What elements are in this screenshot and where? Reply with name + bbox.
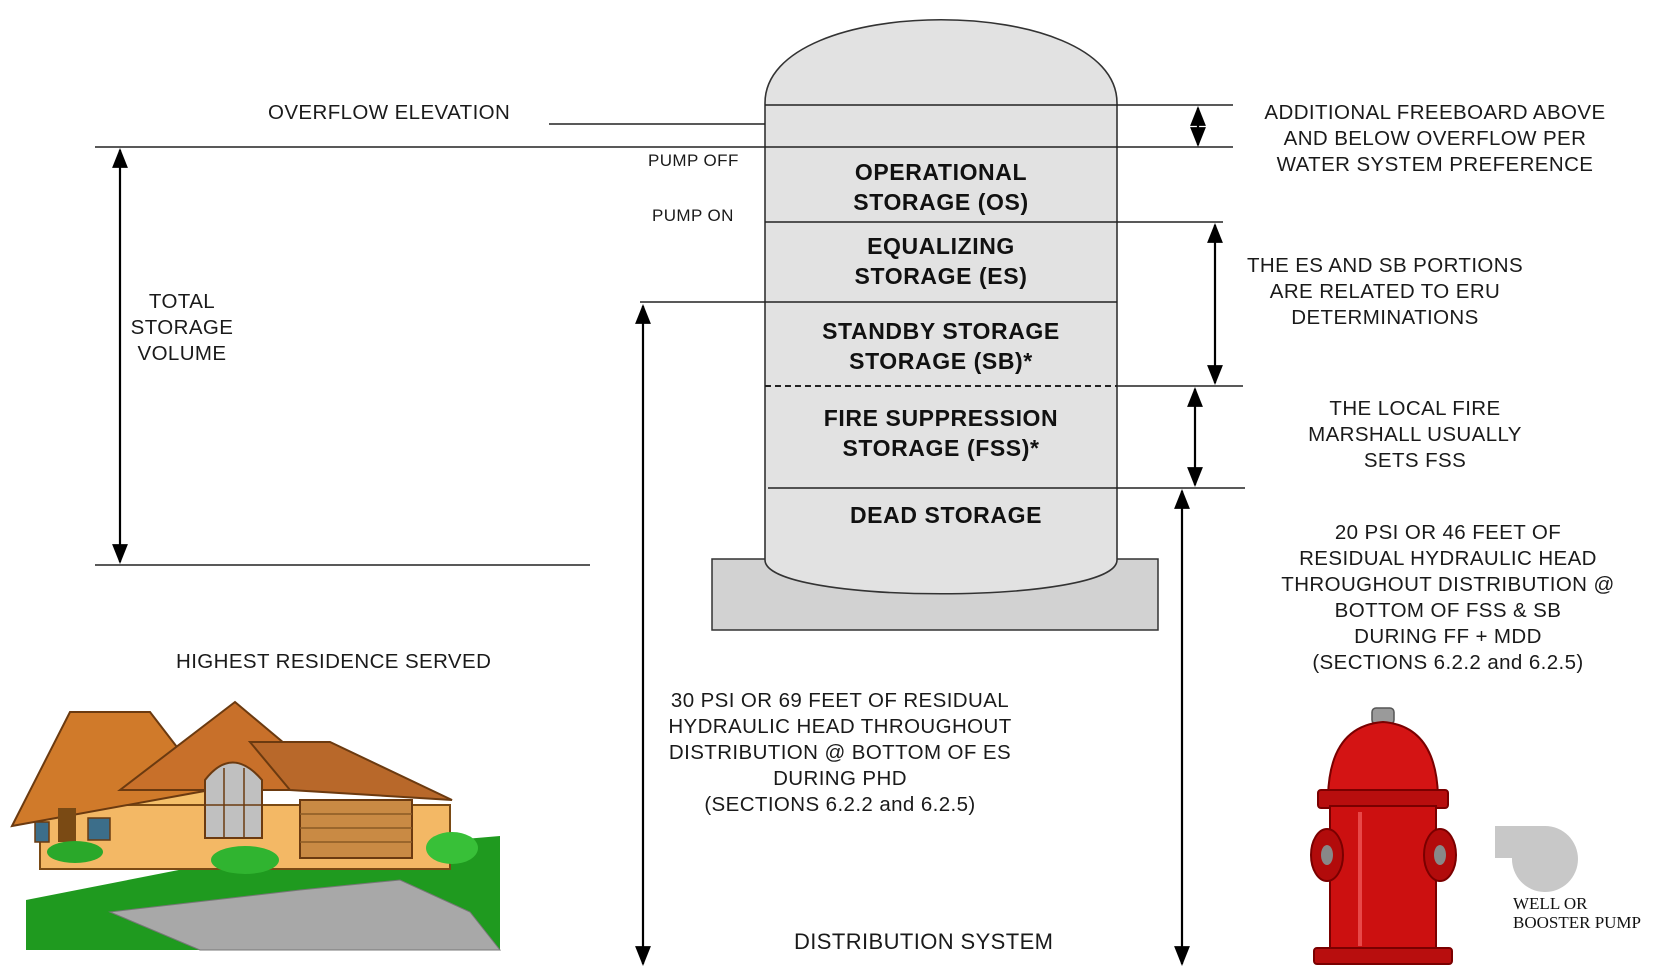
pump-label: WELL OR BOOSTER PUMP bbox=[1513, 894, 1641, 932]
zone-sb-line2: STORAGE (SB)* bbox=[849, 348, 1033, 374]
note-line: (SECTIONS 6.2.2 and 6.2.5) bbox=[1312, 651, 1584, 674]
note-line: ARE RELATED TO ERU bbox=[1269, 280, 1501, 303]
note-line: DETERMINATIONS bbox=[1291, 306, 1479, 329]
pump-off-label: PUMP OFF bbox=[648, 151, 739, 170]
psi20-note: 20 PSI OR 46 FEET OF RESIDUAL HYDRAULIC … bbox=[1258, 520, 1638, 676]
note-line: WATER SYSTEM PREFERENCE bbox=[1276, 153, 1594, 176]
es-sb-note: THE ES AND SB PORTIONS ARE RELATED TO ER… bbox=[1225, 253, 1545, 331]
note-line: BOTTOM OF FSS & SB bbox=[1334, 599, 1562, 622]
zone-es: EQUALIZING STORAGE (ES) bbox=[771, 231, 1111, 291]
note-line: AND BELOW OVERFLOW PER bbox=[1283, 127, 1587, 150]
distribution-system-label: DISTRIBUTION SYSTEM bbox=[794, 929, 1054, 954]
total-storage-line: TOTAL bbox=[148, 290, 216, 313]
overflow-elevation-label: OVERFLOW ELEVATION bbox=[268, 101, 511, 124]
zone-os-line2: STORAGE (OS) bbox=[853, 189, 1029, 215]
note-line: THE LOCAL FIRE bbox=[1329, 397, 1501, 420]
total-storage-label: TOTAL STORAGE VOLUME bbox=[122, 289, 242, 367]
total-storage-line: STORAGE bbox=[130, 316, 234, 339]
zone-sb-line1: STANDBY STORAGE bbox=[822, 318, 1060, 344]
zone-sb: STANDBY STORAGE STORAGE (SB)* bbox=[771, 316, 1111, 376]
pump-on-label: PUMP ON bbox=[652, 206, 734, 225]
note-line: THE ES AND SB PORTIONS bbox=[1246, 254, 1524, 277]
note-line: 30 PSI OR 69 FEET OF RESIDUAL bbox=[670, 689, 1010, 712]
note-line: RESIDUAL HYDRAULIC HEAD bbox=[1299, 547, 1597, 570]
zone-fss: FIRE SUPPRESSION STORAGE (FSS)* bbox=[771, 403, 1111, 463]
note-line: DURING PHD bbox=[773, 767, 907, 790]
note-line: SETS FSS bbox=[1363, 449, 1467, 472]
total-storage-line: VOLUME bbox=[137, 342, 227, 365]
house-icon bbox=[10, 700, 502, 951]
tank-body bbox=[764, 18, 1118, 595]
zone-os: OPERATIONAL STORAGE (OS) bbox=[771, 157, 1111, 217]
fire-hydrant-icon bbox=[1310, 707, 1457, 965]
zone-es-line2: STORAGE (ES) bbox=[854, 263, 1028, 289]
note-line: DURING FF + MDD bbox=[1354, 625, 1542, 648]
zone-fss-line2: STORAGE (FSS)* bbox=[842, 435, 1040, 461]
note-line: MARSHALL USUALLY bbox=[1308, 423, 1522, 446]
fire-marshall-note: THE LOCAL FIRE MARSHALL USUALLY SETS FSS bbox=[1290, 396, 1540, 474]
pump-icon bbox=[1495, 826, 1578, 892]
highest-residence-label: HIGHEST RESIDENCE SERVED bbox=[176, 650, 492, 673]
pump-label-line: WELL OR bbox=[1513, 894, 1588, 913]
note-line: 20 PSI OR 46 FEET OF bbox=[1334, 521, 1562, 544]
tank-dividers bbox=[765, 104, 1117, 489]
pump-label-line: BOOSTER PUMP bbox=[1513, 913, 1642, 932]
zone-fss-line1: FIRE SUPPRESSION bbox=[823, 405, 1059, 431]
freeboard-note: ADDITIONAL FREEBOARD ABOVE AND BELOW OVE… bbox=[1245, 100, 1625, 178]
zone-dead: DEAD STORAGE bbox=[776, 500, 1116, 530]
psi30-note: 30 PSI OR 69 FEET OF RESIDUAL HYDRAULIC … bbox=[650, 688, 1030, 818]
level-lines bbox=[95, 104, 1245, 566]
note-line: ADDITIONAL FREEBOARD ABOVE bbox=[1264, 101, 1606, 124]
note-line: HYDRAULIC HEAD THROUGHOUT bbox=[668, 715, 1012, 738]
dimension-arrows bbox=[112, 106, 1223, 966]
zone-os-line1: OPERATIONAL bbox=[854, 159, 1028, 185]
zone-dead-line1: DEAD STORAGE bbox=[849, 502, 1043, 528]
zone-es-line1: EQUALIZING bbox=[867, 233, 1015, 259]
note-line: THROUGHOUT DISTRIBUTION @ bbox=[1281, 573, 1615, 596]
note-line: (SECTIONS 6.2.2 and 6.2.5) bbox=[704, 793, 976, 816]
note-line: DISTRIBUTION @ BOTTOM OF ES bbox=[668, 741, 1012, 764]
